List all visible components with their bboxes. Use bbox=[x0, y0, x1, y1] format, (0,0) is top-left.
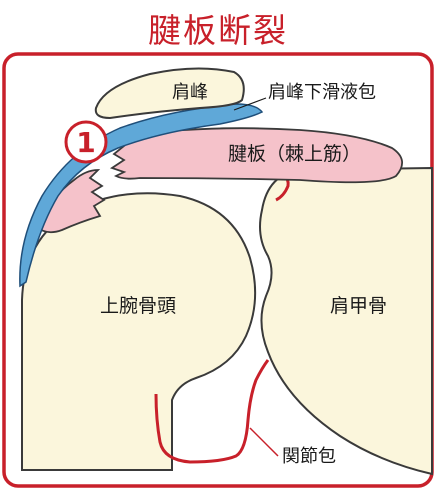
label-bursa: 肩峰下滑液包 bbox=[268, 82, 376, 103]
label-tendon: 腱板（棘上筋） bbox=[228, 143, 361, 165]
label-acromion: 肩峰 bbox=[172, 82, 208, 103]
label-scapula: 肩甲骨 bbox=[330, 295, 387, 317]
label-humeral-head: 上腕骨頭 bbox=[100, 295, 176, 317]
label-capsule: 関節包 bbox=[282, 446, 336, 467]
marker-number: 1 bbox=[76, 126, 95, 159]
